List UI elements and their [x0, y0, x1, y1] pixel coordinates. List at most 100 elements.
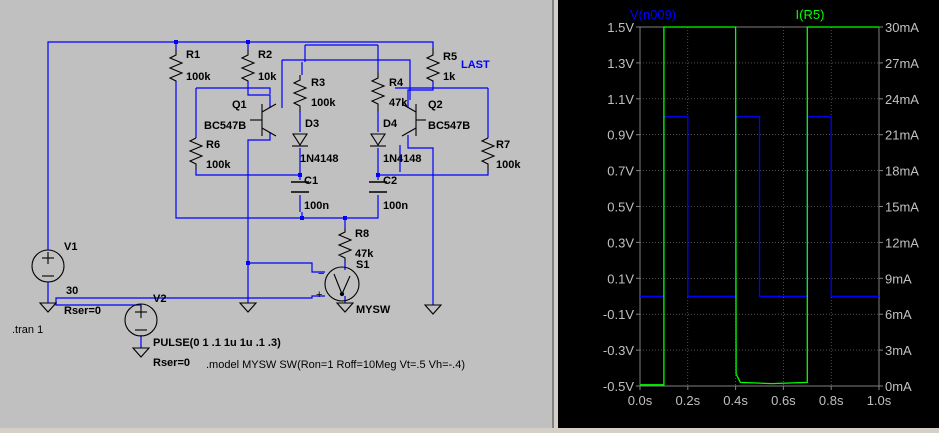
right-tick-label: 12mA — [885, 235, 919, 250]
r5-value: 1k — [443, 71, 456, 83]
right-tick-label: 9mA — [885, 271, 912, 286]
left-tick-label: -0.1V — [603, 307, 634, 322]
right-tick-label: 27mA — [885, 56, 919, 71]
c1-value: 100n — [304, 200, 329, 212]
q2-model: BC547B — [428, 120, 470, 132]
trace-label-v-n009[interactable]: V(n009) — [630, 7, 676, 22]
right-tick-label: 6mA — [885, 307, 912, 322]
r4-value: 47k — [389, 97, 408, 109]
tran-directive[interactable]: .tran 1 — [12, 324, 43, 336]
c2-name: C2 — [383, 175, 397, 187]
resistor-r1[interactable] — [168, 50, 184, 82]
c2-value: 100n — [383, 200, 408, 212]
switch-plus-minus: − — [318, 268, 324, 280]
r1-name: R1 — [186, 49, 200, 61]
left-tick-label: 0.3V — [607, 235, 634, 250]
d3-name: D3 — [305, 118, 319, 130]
resistor-r5[interactable] — [425, 48, 441, 82]
waveform-viewer-pane[interactable]: 1.5V 1.3V 1.1V 0.9V 0.7V 0.5V 0.3V 0.1V -0.1V -0.… — [558, 0, 939, 428]
r8-value: 47k — [355, 248, 374, 260]
resistor-r7[interactable] — [480, 137, 496, 172]
right-tick-label: 15mA — [885, 200, 919, 215]
x-tick-label: 0.6s — [771, 393, 796, 408]
right-tick-label: 18mA — [885, 164, 919, 179]
schematic-editor-pane[interactable]: − + R1 100k R2 10k R3 100k R4 47k R5 1k … — [0, 0, 554, 428]
right-tick-label: 21mA — [885, 128, 919, 143]
d4-name: D4 — [383, 118, 398, 130]
v2-rser: Rser=0 — [153, 357, 190, 369]
capacitor-c2[interactable] — [369, 181, 387, 193]
diode-d4[interactable] — [369, 133, 387, 147]
waveform-plot[interactable]: 1.5V 1.3V 1.1V 0.9V 0.7V 0.5V 0.3V 0.1V -0.1V -0.… — [558, 0, 939, 428]
r8-name: R8 — [355, 228, 369, 240]
left-tick-label: 1.5V — [607, 20, 634, 35]
v1-name: V1 — [64, 241, 77, 253]
transistor-q2[interactable] — [401, 103, 426, 137]
r3-name: R3 — [311, 77, 325, 89]
left-tick-label: 1.3V — [607, 56, 634, 71]
r6-name: R6 — [206, 139, 220, 151]
left-tick-label: -0.5V — [603, 379, 634, 394]
left-tick-label: 0.1V — [607, 271, 634, 286]
schematic-canvas[interactable]: − + R1 100k R2 10k R3 100k R4 47k R5 1k … — [0, 0, 552, 428]
r2-name: R2 — [258, 49, 272, 61]
voltage-source-v2[interactable] — [124, 303, 158, 337]
v2-name: V2 — [153, 293, 166, 305]
net-label-last[interactable]: LAST — [461, 59, 490, 71]
r4-name: R4 — [389, 77, 404, 89]
left-tick-label: 0.5V — [607, 200, 634, 215]
x-tick-label: 0.8s — [819, 393, 844, 408]
d3-model: 1N4148 — [300, 153, 339, 165]
diode-d3[interactable] — [291, 133, 309, 147]
v1-rser: Rser=0 — [64, 305, 101, 317]
switch-s1[interactable] — [324, 266, 360, 302]
v1-value: 30 — [66, 285, 78, 297]
capacitor-c1[interactable] — [291, 181, 309, 193]
right-tick-label: 0mA — [885, 379, 912, 394]
right-tick-label: 24mA — [885, 92, 919, 107]
c1-name: C1 — [304, 175, 318, 187]
resistor-r2[interactable] — [240, 50, 256, 82]
left-axis-ticks: 1.5V 1.3V 1.1V 0.9V 0.7V 0.5V 0.3V 0.1V -0.1V -0.… — [603, 20, 640, 394]
left-tick-label: 0.9V — [607, 128, 634, 143]
v2-value: PULSE(0 1 .1 1u 1u .1 .3) — [153, 337, 281, 349]
resistor-r8[interactable] — [337, 228, 353, 262]
r7-value: 100k — [496, 159, 521, 171]
left-tick-label: -0.3V — [603, 343, 634, 358]
q2-name: Q2 — [428, 99, 443, 111]
d4-model: 1N4148 — [383, 153, 422, 165]
junction-dots — [174, 40, 380, 265]
trace-i-r5 — [640, 26, 879, 386]
trace-label-i-r5[interactable]: I(R5) — [796, 7, 825, 22]
plot-traces — [640, 26, 879, 386]
s1-model: MYSW — [356, 304, 391, 316]
plot-background — [558, 0, 939, 428]
q1-name: Q1 — [232, 99, 247, 111]
model-directive[interactable]: .model MYSW SW(Ron=1 Roff=10Meg Vt=.5 Vh… — [206, 359, 465, 371]
x-tick-label: 0.4s — [723, 393, 748, 408]
wire-network[interactable] — [47, 41, 489, 348]
right-tick-label: 3mA — [885, 343, 912, 358]
resistor-r4[interactable] — [370, 72, 386, 112]
switch-plus-sign: + — [316, 289, 322, 301]
left-tick-label: 1.1V — [607, 92, 634, 107]
r2-value: 10k — [258, 71, 277, 83]
left-tick-label: 0.7V — [607, 164, 634, 179]
x-tick-label: 0.2s — [676, 393, 701, 408]
r5-name: R5 — [443, 51, 457, 63]
resistor-r6[interactable] — [188, 137, 204, 170]
right-axis-ticks: 30mA 27mA 24mA 21mA 18mA 15mA 12mA 9mA 6mA 3mA 0mA — [879, 20, 919, 394]
x-tick-label: 0.0s — [628, 393, 653, 408]
r1-value: 100k — [186, 71, 211, 83]
resistor-r3[interactable] — [292, 75, 308, 112]
s1-name: S1 — [356, 259, 369, 271]
voltage-source-v1[interactable] — [31, 249, 65, 283]
trace-v-n009 — [640, 116, 879, 297]
ground-symbols — [38, 302, 443, 358]
r6-value: 100k — [206, 159, 231, 171]
r7-name: R7 — [496, 139, 510, 151]
right-tick-label: 30mA — [885, 20, 919, 35]
r3-value: 100k — [311, 97, 336, 109]
transistor-q1[interactable] — [250, 103, 277, 137]
